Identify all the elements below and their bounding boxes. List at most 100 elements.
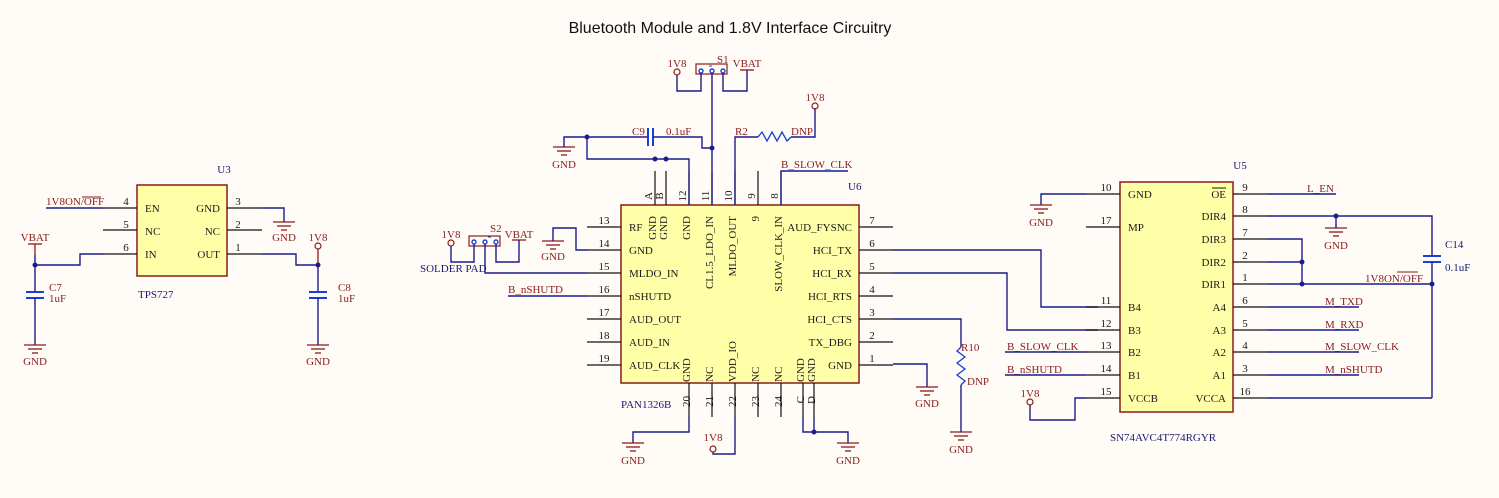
gnd-label: GND (272, 232, 296, 244)
c14-value: 0.1uF (1445, 262, 1470, 274)
u6-pin-21: 21 (704, 396, 716, 407)
u6-pin-16: 16 (599, 284, 611, 296)
u6-pin-hci-tx: HCI_TX (813, 245, 852, 257)
u6-pin-9: 9 (750, 216, 762, 222)
u6-pin-2: 2 (869, 330, 875, 342)
u5-pin-3: 3 (1242, 363, 1248, 375)
net-label-b-slow-clk: B_SLOW_CLK (781, 159, 853, 171)
u6-pin-hci-rx: HCI_RX (812, 268, 852, 280)
1v8-label: 1V8 (442, 229, 461, 241)
u5-pin-10: 10 (1101, 182, 1113, 194)
u6-pin-slow-clk-in: SLOW_CLK_IN (773, 216, 785, 292)
c9-designator: C9 (632, 126, 645, 138)
s2-solder-pad[interactable]: S2 (468, 223, 502, 247)
u3-pin-2: 2 (235, 219, 241, 231)
net-label-m-nshutd: M_nSHUTD (1325, 364, 1383, 376)
u3-ldo-regulator[interactable]: U3 TPS727 4 5 6 EN NC IN 3 2 1 GND NC OU… (103, 164, 262, 301)
c14-capacitor[interactable]: C14 0.1uF (1423, 239, 1470, 274)
u6-pin-hci-cts: HCI_CTS (807, 314, 852, 326)
u5-pin-13: 13 (1101, 340, 1113, 352)
u3-designator: U3 (217, 164, 231, 176)
u6-pin-gnd: GND (629, 245, 653, 257)
u3-pin-nc-right: NC (205, 226, 220, 238)
u6-pin-7: 7 (869, 215, 875, 227)
u3-pin-1: 1 (235, 242, 241, 254)
u6-pin-c: C (795, 396, 807, 403)
net-label-1v8on-off: 1V8ON/OFF (1365, 273, 1423, 285)
u5-pin-11: 11 (1101, 295, 1112, 307)
u5-pin-vcca: VCCA (1195, 393, 1226, 405)
u6-pin-tx-dbg: TX_DBG (809, 337, 852, 349)
u3-pin-gnd: GND (196, 203, 220, 215)
u6-pin-gnd: GND (681, 216, 693, 240)
u5-pin-1: 1 (1242, 272, 1248, 284)
r2-resistor[interactable]: R2 DNP (735, 126, 813, 143)
1v8-label: 1V8 (309, 232, 328, 244)
u5-pin-4: 4 (1242, 340, 1248, 352)
net-label-b-nshutd: B_nSHUTD (508, 284, 563, 296)
u6-pin-1: 1 (869, 353, 875, 365)
ground-icon (552, 146, 576, 156)
u3-pin-in: IN (145, 249, 157, 261)
u5-pin-5: 5 (1242, 318, 1248, 330)
u5-pin-6: 6 (1242, 295, 1248, 307)
u5-pin-gnd: GND (1128, 189, 1152, 201)
u6-pin-mldo-in: MLDO_IN (629, 268, 679, 280)
u5-pin-dir3: DIR3 (1202, 234, 1227, 246)
u5-pin-mp: MP (1128, 222, 1144, 234)
ground-icon (621, 442, 645, 452)
s1-switch[interactable]: S1 (695, 54, 729, 75)
r2-value: DNP (791, 126, 813, 138)
ground-icon (836, 442, 860, 452)
u6-pin-gnd: GND (828, 360, 852, 372)
u6-bluetooth-module[interactable]: U6 PAN1326B (620, 181, 862, 411)
u5-level-translator[interactable]: U5 SN74AVC4T774RGYR (1110, 160, 1247, 444)
ground-icon (1029, 204, 1053, 214)
net-label-m-slow-clk: M_SLOW_CLK (1325, 341, 1399, 353)
u5-designator: U5 (1233, 160, 1247, 172)
u6-top-pins: AGNDBGND12GND11CL1.5_LDO_IN10MLDO_OUT998… (643, 171, 785, 292)
ground-icon (949, 431, 973, 441)
u5-pin-2: 2 (1242, 250, 1248, 262)
u6-pin-gnd: GND (681, 358, 693, 382)
c7-capacitor[interactable]: C7 1uF (26, 282, 66, 305)
c9-capacitor[interactable]: C9 0.1uF (632, 126, 691, 146)
u5-pin-16: 16 (1240, 386, 1252, 398)
u6-pin-5: 5 (869, 261, 875, 273)
u5-pin-b2: B2 (1128, 347, 1141, 359)
gnd-label: GND (23, 356, 47, 368)
u6-pin-nc: NC (773, 367, 785, 382)
r10-resistor[interactable]: R10 DNP (955, 342, 989, 388)
u6-pin-23: 23 (750, 396, 762, 408)
net-label-m-txd: M_TXD (1325, 296, 1363, 308)
u5-pin-b1: B1 (1128, 370, 1141, 382)
u6-pin-3: 3 (869, 307, 875, 319)
net-label-b-nshutd: B_nSHUTD (1007, 364, 1062, 376)
u6-pin-aud-fysnc: AUD_FYSNC (787, 222, 852, 234)
u6-pin-12: 12 (677, 191, 689, 202)
net-label-b-slow-clk: B_SLOW_CLK (1007, 341, 1079, 353)
ground-icon (1324, 227, 1348, 237)
gnd-label: GND (915, 398, 939, 410)
gnd-label: GND (1029, 217, 1053, 229)
u6-right-pins: 7AUD_FYSNC6HCI_TX5HCI_RX4HCI_RTS3HCI_CTS… (787, 215, 893, 372)
u6-pin-gnd: GND (658, 216, 670, 240)
u5-right-pins: 9OE8DIR47DIR32DIR21DIR16A45A34A23A116VCC… (1195, 182, 1267, 405)
u6-pin-a: A (643, 192, 655, 200)
c8-capacitor[interactable]: C8 1uF (309, 282, 355, 305)
ground-icon (23, 344, 47, 354)
u5-pin-b3: B3 (1128, 325, 1141, 337)
1v8-label: 1V8 (1021, 388, 1040, 400)
u5-pin-dir2: DIR2 (1202, 257, 1226, 269)
u5-pin-14: 14 (1101, 363, 1113, 375)
u6-pin-11: 11 (700, 191, 712, 202)
u5-pin-7: 7 (1242, 227, 1248, 239)
u6-pin-vdd-io: VDD_IO (727, 341, 739, 382)
u3-pin-nc-left: NC (145, 226, 160, 238)
u5-pin-15: 15 (1101, 386, 1113, 398)
r2-designator: R2 (735, 126, 748, 138)
c9-value: 0.1uF (666, 126, 691, 138)
